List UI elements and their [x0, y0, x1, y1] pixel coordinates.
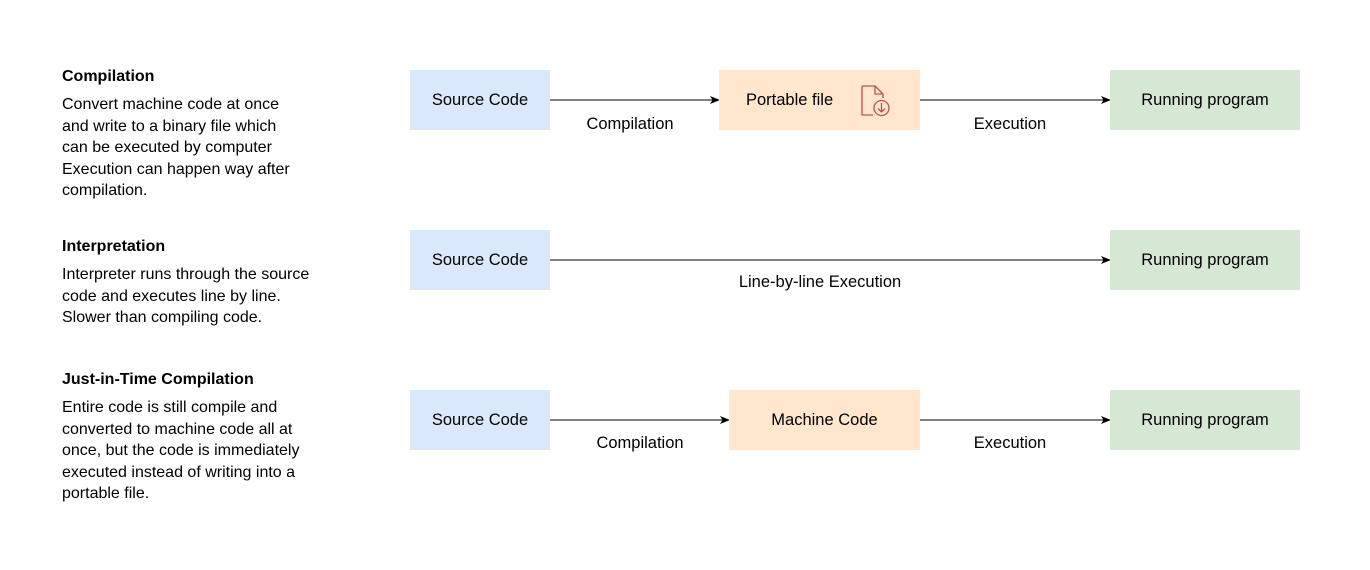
text-line: converted to machine code all at [62, 420, 293, 438]
compilation-description: Compilation Convert machine code at once… [62, 68, 362, 202]
interpretation-text: Interpreter runs through the source code… [62, 264, 362, 329]
jit-heading: Just-in-Time Compilation [62, 371, 254, 388]
node-label: Running program [1141, 90, 1269, 109]
node-label: Running program [1141, 410, 1269, 429]
file-download-icon [861, 85, 890, 117]
running-program-node: Running program [1110, 390, 1300, 450]
source-code-node: Source Code [410, 230, 550, 290]
source-code-node: Source Code [410, 390, 550, 450]
jit-description: Just-in-Time Compilation Entire code is … [62, 371, 362, 505]
compilation-text: Convert machine code at once and write t… [62, 94, 362, 202]
text-line: once, but the code is immediately [62, 442, 300, 459]
text-line: Interpreter runs through the source [62, 266, 310, 283]
node-label: Portable file [746, 90, 834, 109]
interpretation-description: Interpretation Interpreter runs through … [62, 238, 362, 329]
node-label: Source Code [431, 250, 529, 269]
edge-label-execution: Execution [973, 434, 1047, 452]
edge-label-execution: Execution [973, 115, 1047, 133]
text-line: Entire code is still compile and [62, 399, 278, 416]
interpretation-heading: Interpretation [62, 238, 166, 255]
node-label: Source Code [431, 410, 529, 429]
text-line: Convert machine code at once [62, 96, 280, 113]
text-line: portable file. [62, 485, 150, 502]
edge-label-line-by-line: Line-by-line Execution [738, 273, 902, 291]
node-label: Running program [1141, 250, 1269, 269]
portable-file-node: Portable file [719, 70, 920, 130]
edge-label-compilation: Compilation [586, 115, 674, 133]
source-code-node: Source Code [410, 70, 550, 130]
running-program-node: Running program [1110, 70, 1300, 130]
jit-text: Entire code is still compile and convert… [62, 397, 362, 505]
edge-label-compilation: Compilation [596, 434, 684, 452]
text-line: executed instead of writing into a [62, 463, 296, 481]
machine-code-node: Machine Code [729, 390, 920, 450]
text-line: and write to a binary file which [62, 117, 277, 135]
text-line: Execution can happen way after [62, 160, 290, 178]
text-line: compilation. [62, 182, 148, 199]
running-program-node: Running program [1110, 230, 1300, 290]
compilation-heading: Compilation [62, 68, 155, 85]
node-label: Source Code [431, 90, 529, 109]
node-label: Machine Code [771, 410, 878, 429]
text-line: code and executes line by line. [62, 287, 281, 305]
text-line: Slower than compiling code. [62, 309, 263, 326]
text-line: can be executed by computer [62, 139, 272, 156]
